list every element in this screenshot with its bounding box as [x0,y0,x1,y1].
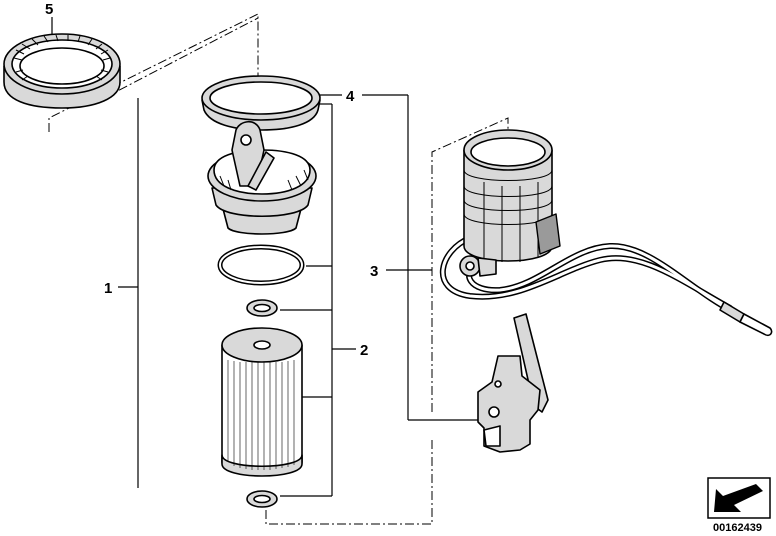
arrow-down-left-icon [707,477,771,519]
filter-cap-part[interactable] [207,120,317,235]
callout-1[interactable]: 1 [104,280,112,297]
o-ring-part[interactable] [217,244,305,286]
callout-4[interactable]: 4 [346,88,355,105]
callout-3[interactable]: 3 [370,263,378,280]
filter-element-part[interactable] [221,327,303,477]
callout-5[interactable]: 5 [45,1,53,18]
top-seal-ring-part[interactable] [201,75,321,131]
fuel-pump-unit-part[interactable] [439,129,773,337]
level-sensor-bracket-part[interactable] [477,313,549,453]
leader-lines [51,17,478,497]
seal-ring-part[interactable] [3,33,121,109]
small-seal-ring-upper-part[interactable] [246,299,278,317]
document-number: 00162439 [713,522,762,534]
small-seal-ring-lower-part[interactable] [246,490,278,508]
callout-2[interactable]: 2 [360,342,368,359]
